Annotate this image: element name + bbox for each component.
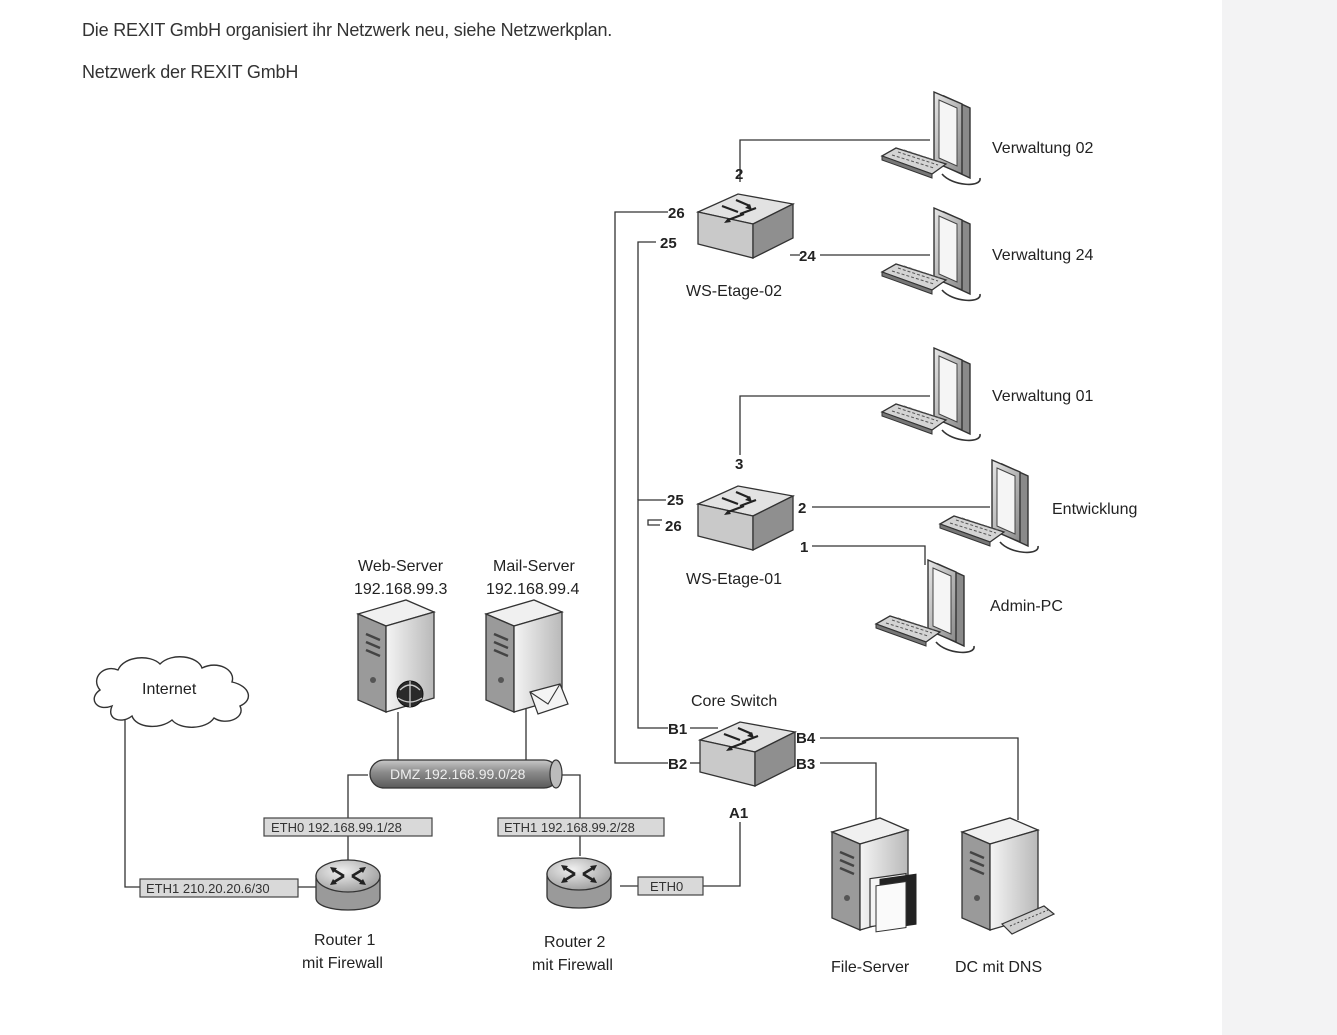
router1-eth0-box: ETH0 192.168.99.1/28: [263, 817, 433, 837]
mail-server-ip: 192.168.99.4: [486, 581, 580, 598]
svg-text:ETH1 210.20.20.6/30: ETH1 210.20.20.6/30: [146, 881, 270, 896]
web-server-icon: [356, 598, 436, 714]
dc-dns-server-icon: [960, 816, 1056, 935]
core-switch-icon: [698, 720, 797, 788]
web-server-name: Web-Server: [358, 558, 444, 575]
dmz-segment: DMZ 192.168.99.0/28: [369, 759, 563, 789]
ws-etage-02-label: WS-Etage-02: [686, 283, 782, 300]
port-ws02-24: 24: [799, 248, 816, 265]
pc-entwicklung-icon: [939, 459, 1039, 554]
core-switch-label: Core Switch: [691, 693, 777, 710]
port-ws01-1: 1: [800, 539, 808, 556]
verwaltung-01-label: Verwaltung 01: [992, 388, 1094, 405]
wire-ws01-26: [647, 519, 662, 526]
verwaltung-02-label: Verwaltung 02: [992, 140, 1094, 157]
wire-b4-dc: [820, 737, 1019, 820]
wire-router2-core: [620, 822, 741, 887]
ws-etage-01-label: WS-Etage-01: [686, 571, 782, 588]
router2-icon: [545, 856, 613, 910]
port-core-b1: B1: [668, 721, 687, 738]
port-core-b4: B4: [796, 730, 816, 747]
dc-dns-label: DC mit DNS: [955, 959, 1042, 976]
internet-cloud-icon: [93, 656, 250, 728]
wire-internet-router1: [124, 718, 140, 888]
pc-admin-icon: [875, 559, 975, 654]
router1-name: Router 1: [314, 932, 375, 949]
router2-sub: mit Firewall: [532, 957, 613, 974]
wire-ws01-admin: [812, 545, 926, 565]
pc-verwaltung-24-icon: [881, 207, 981, 302]
wire-ws01-v01: [739, 395, 930, 455]
verwaltung-24-label: Verwaltung 24: [992, 247, 1094, 264]
entwicklung-label: Entwicklung: [1052, 501, 1137, 518]
port-ws02-25: 25: [660, 235, 677, 252]
port-ws02-2: 2: [735, 166, 743, 183]
wire-b3-file: [820, 762, 877, 820]
port-core-a1: A1: [729, 805, 748, 822]
port-ws02-26: 26: [668, 205, 685, 222]
admin-pc-label: Admin-PC: [990, 598, 1063, 615]
pc-verwaltung-02-icon: [881, 91, 981, 186]
intro-text: Die REXIT GmbH organisiert ihr Netzwerk …: [82, 20, 613, 40]
diagram-caption: Netzwerk der REXIT GmbH: [82, 62, 299, 82]
file-server-icon: [830, 816, 917, 933]
port-core-b3: B3: [796, 756, 815, 773]
port-ws01-25: 25: [667, 492, 684, 509]
router1-eth1-box: ETH1 210.20.20.6/30: [139, 878, 299, 898]
wire-ws02-v02: [739, 139, 930, 182]
router2-eth0-box: ETH0: [637, 876, 704, 896]
wire-router1-dmz: [347, 774, 368, 860]
mail-server-icon: [484, 598, 569, 715]
file-server-label: File-Server: [831, 959, 910, 976]
pc-verwaltung-01-icon: [881, 347, 981, 442]
svg-text:ETH1 192.168.99.2/28: ETH1 192.168.99.2/28: [504, 820, 635, 835]
web-server-ip: 192.168.99.3: [354, 581, 448, 598]
router2-eth1-box: ETH1 192.168.99.2/28: [497, 817, 665, 837]
internet-label: Internet: [142, 681, 197, 698]
mail-server-name: Mail-Server: [493, 558, 575, 575]
port-ws01-3: 3: [735, 456, 743, 473]
svg-text:ETH0 192.168.99.1/28: ETH0 192.168.99.1/28: [271, 820, 402, 835]
dmz-label: DMZ 192.168.99.0/28: [390, 766, 526, 782]
wire-core-b1: [637, 499, 668, 729]
port-ws01-2: 2: [798, 500, 806, 517]
port-core-b2: B2: [668, 756, 687, 773]
router1-icon: [314, 858, 382, 912]
wire-core-b2: [614, 211, 668, 764]
wire-router2-dmz: [560, 774, 581, 856]
ws-etage-02-switch-icon: [696, 192, 795, 260]
svg-text:ETH0: ETH0: [650, 879, 683, 894]
router1-sub: mit Firewall: [302, 955, 383, 972]
router2-name: Router 2: [544, 934, 605, 951]
wire-ws01-25-ws02-25: [637, 241, 656, 500]
port-ws01-26: 26: [665, 518, 682, 535]
side-strip: [1222, 0, 1337, 1035]
ws-etage-01-switch-icon: [696, 484, 795, 552]
